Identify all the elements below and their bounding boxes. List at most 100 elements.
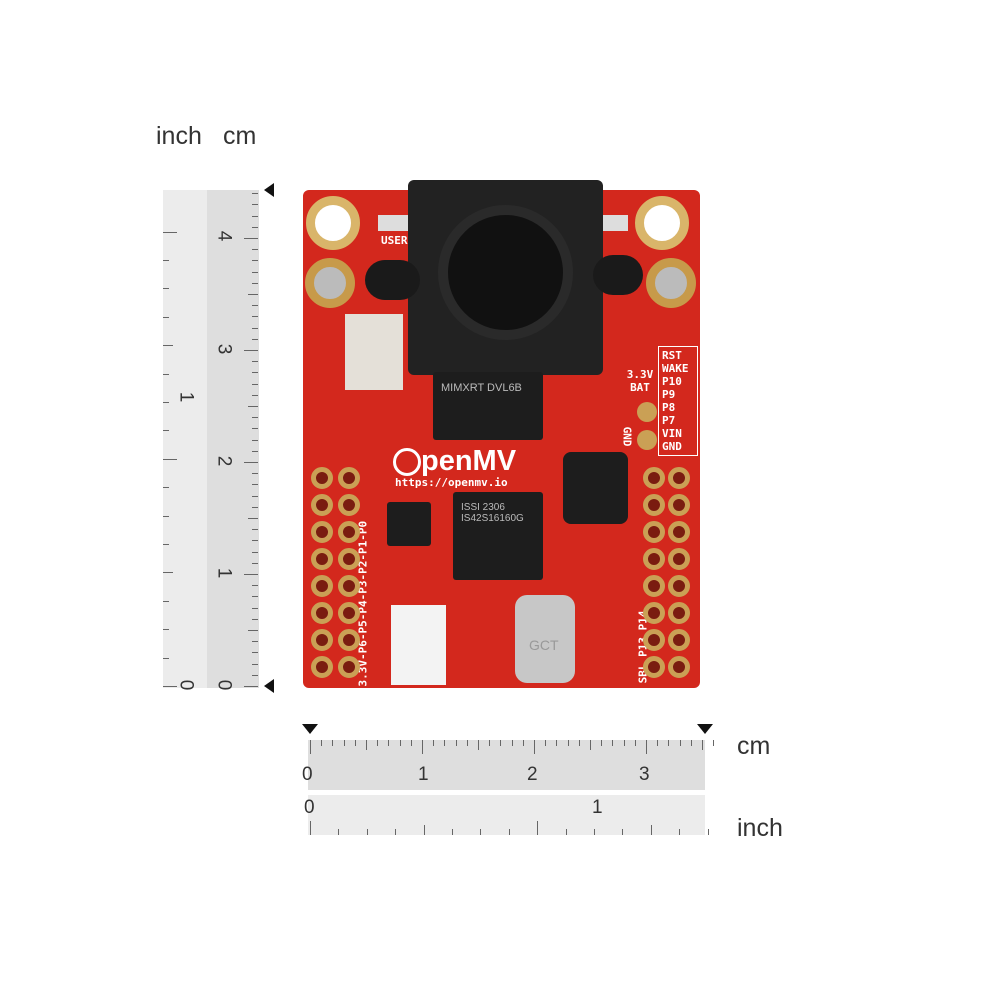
screw-icon	[305, 258, 355, 308]
ruler-tick	[252, 473, 258, 475]
ruler-tick	[410, 740, 412, 746]
wifi-module	[345, 314, 403, 390]
ruler-tick	[252, 226, 258, 228]
pin-label: P8	[662, 401, 676, 414]
ruler-tick	[252, 596, 258, 598]
top-marker-icon	[264, 183, 274, 197]
ruler-tick	[252, 551, 258, 553]
header-pin	[311, 656, 333, 678]
ruler-tick	[252, 540, 258, 542]
ruler-tick	[310, 821, 311, 835]
mount-hole	[306, 196, 360, 250]
ruler-tick	[478, 740, 479, 750]
ruler-tick	[452, 829, 453, 835]
ruler-tick	[163, 657, 169, 659]
ruler-tick	[244, 350, 258, 351]
ruler-tick	[163, 402, 169, 403]
header-pin	[643, 521, 665, 543]
ruler-tick	[244, 574, 258, 575]
lens-mount-ear	[593, 255, 643, 295]
v-cm-tick-0: 0	[213, 679, 235, 691]
ruler-tick	[508, 829, 510, 835]
h-cm-tick-2: 2	[527, 764, 538, 785]
ruler-tick	[252, 495, 258, 497]
header-pin	[668, 548, 690, 570]
gnd-label: GND	[620, 426, 634, 447]
ruler-tick	[252, 674, 258, 676]
ruler-tick	[500, 740, 502, 746]
header-pin	[338, 656, 360, 678]
header-pin	[311, 521, 333, 543]
header-pin	[668, 494, 690, 516]
ruler-tick	[622, 829, 624, 835]
v-cm-tick-2: 2	[213, 455, 235, 467]
ruler-tick	[244, 686, 258, 687]
ruler-tick	[537, 821, 539, 835]
ruler-tick	[366, 740, 367, 750]
header-pin	[668, 602, 690, 624]
header-pin	[668, 575, 690, 597]
ruler-tick	[634, 740, 636, 746]
camera-lens-icon	[438, 205, 573, 340]
ruler-tick	[623, 740, 625, 746]
header-pin	[643, 494, 665, 516]
lens-mount-ear	[365, 260, 420, 300]
header-pin	[643, 629, 665, 651]
pin-label: P7	[662, 414, 676, 427]
ruler-tick	[248, 518, 258, 519]
ruler-tick	[252, 204, 258, 206]
ruler-tick	[578, 740, 580, 746]
ruler-tick	[343, 740, 345, 746]
header-pin	[338, 548, 360, 570]
camera-module	[408, 180, 603, 375]
ruler-tick	[354, 740, 356, 746]
ruler-tick	[252, 506, 258, 508]
header-pin	[311, 467, 333, 489]
bat-pad	[637, 402, 657, 422]
ruler-tick	[366, 829, 368, 835]
ruler-tick	[455, 740, 457, 746]
ruler-tick	[444, 740, 446, 746]
horizontal-ruler-cm	[308, 740, 705, 790]
header-pin	[643, 548, 665, 570]
ruler-tick	[252, 417, 258, 419]
ruler-tick	[657, 740, 659, 746]
header-pin	[643, 602, 665, 624]
ruler-tick	[252, 562, 258, 564]
header-pin	[338, 575, 360, 597]
ruler-tick	[702, 740, 703, 750]
ruler-tick	[252, 316, 258, 318]
header-pin	[311, 575, 333, 597]
header-pin	[311, 548, 333, 570]
inch-label-top: inch	[156, 122, 202, 150]
header-pin	[668, 629, 690, 651]
header-pin	[668, 467, 690, 489]
ruler-tick	[252, 585, 258, 587]
h-inch-tick-0: 0	[304, 797, 315, 818]
ruler-tick	[713, 740, 715, 746]
ruler-tick	[163, 572, 173, 574]
left-marker-icon	[302, 724, 318, 734]
cm-label-bottom: cm	[737, 732, 771, 760]
header-pin	[338, 602, 360, 624]
boot-button	[598, 215, 628, 231]
ruler-tick	[511, 740, 513, 746]
ruler-tick	[252, 271, 258, 273]
ruler-tick	[252, 641, 258, 643]
inch-label-bottom: inch	[737, 814, 783, 842]
header-pin	[643, 575, 665, 597]
pin-label: VIN	[662, 427, 682, 440]
ruler-tick	[612, 740, 614, 746]
ruler-tick	[565, 829, 567, 835]
header-pin	[338, 521, 360, 543]
ruler-tick	[252, 652, 258, 654]
ruler-tick	[163, 288, 169, 290]
ruler-tick	[252, 450, 258, 452]
vertical-ruler-inch	[163, 190, 207, 688]
logo-text: penMV	[421, 445, 517, 477]
battery-connector	[391, 605, 446, 685]
ruler-tick	[252, 663, 258, 665]
pin-label: P9	[662, 388, 676, 401]
mcu-chip: MIMXRT DVL6B	[433, 372, 543, 440]
